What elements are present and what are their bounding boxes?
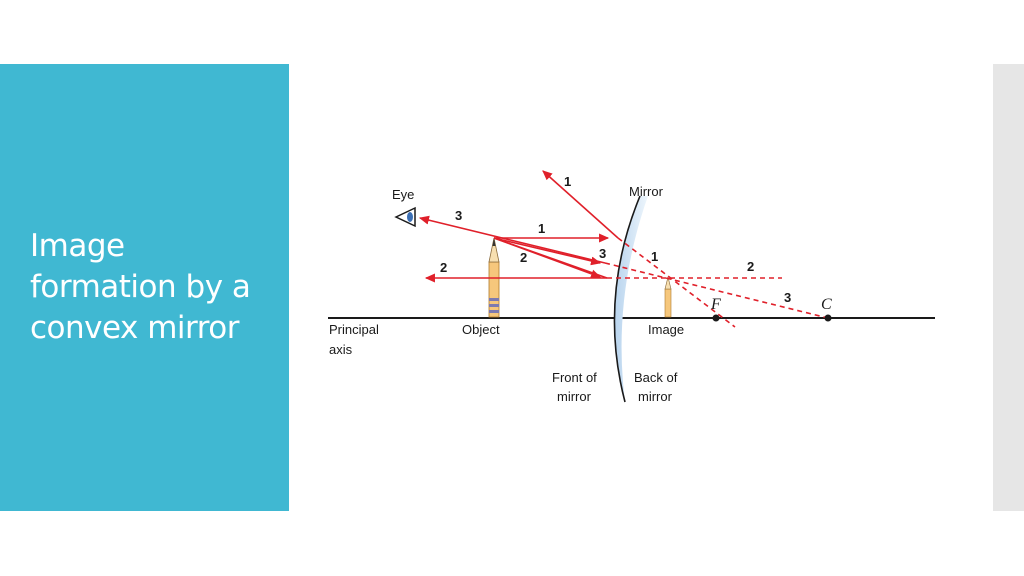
- mirror-surface: [613, 195, 641, 403]
- right-scroll-strip: [993, 64, 1024, 511]
- ray-number-3-reflected: 3: [455, 208, 462, 223]
- ray-3-virtual: [604, 262, 829, 319]
- eye-icon: [394, 206, 416, 228]
- ray-number-2-incident: 2: [520, 250, 527, 265]
- label-principal-axis-line2: axis: [329, 342, 353, 357]
- ray-number-1-virtual: 1: [651, 249, 658, 264]
- label-front-of-mirror-line2: mirror: [557, 389, 592, 404]
- label-object: Object: [462, 322, 500, 337]
- label-center-of-curvature: C: [821, 296, 832, 313]
- ray-number-2-reflected: 2: [440, 260, 447, 275]
- label-eye: Eye: [392, 187, 414, 202]
- ray-number-3-virtual: 3: [784, 290, 791, 305]
- ray-number-1-incident: 1: [538, 221, 545, 236]
- label-front-of-mirror-line1: Front of: [552, 370, 597, 385]
- mirror-glass: [614, 196, 648, 402]
- center-of-curvature-dot: [824, 314, 832, 322]
- ray-number-2-virtual: 2: [747, 259, 754, 274]
- label-back-of-mirror-line1: Back of: [634, 370, 678, 385]
- slide-title: Image formation by a convex mirror: [30, 228, 251, 346]
- label-focal-point: F: [710, 296, 721, 313]
- object-pencil: [488, 237, 500, 318]
- ray-1-reflected: [542, 170, 619, 239]
- label-back-of-mirror-line2: mirror: [638, 389, 673, 404]
- ray-number-1-reflected: 1: [564, 174, 571, 189]
- label-mirror: Mirror: [629, 184, 664, 199]
- ray-sight-line: [493, 237, 608, 279]
- focal-point-dot: [712, 314, 720, 322]
- ray-3-incident: [493, 237, 602, 266]
- label-principal-axis-line1: Principal: [329, 322, 379, 337]
- label-image: Image: [648, 322, 684, 337]
- ray-3-reflected: [418, 215, 606, 264]
- image-pencil: [664, 276, 672, 318]
- title-panel: [0, 64, 289, 511]
- ray-number-3-incident: 3: [599, 246, 606, 261]
- ray-1-virtual: [617, 237, 736, 328]
